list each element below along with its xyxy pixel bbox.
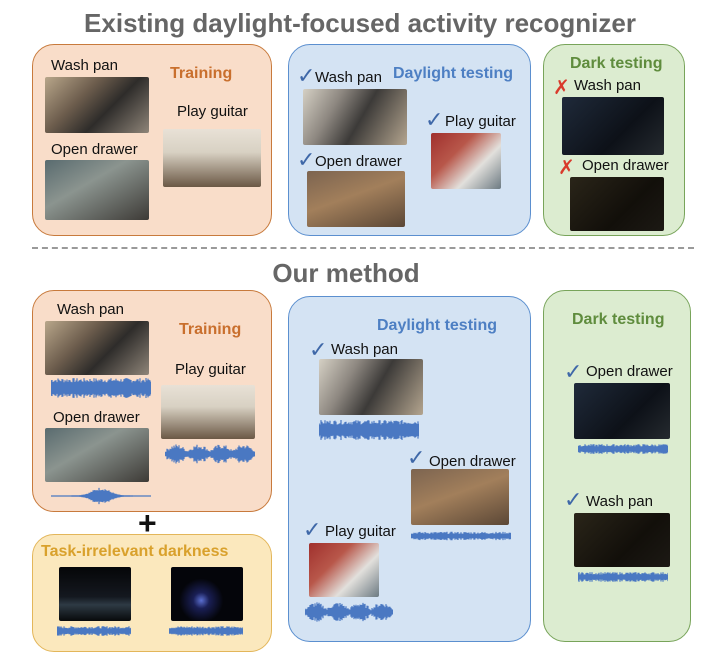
top-dark-title: Dark testing bbox=[570, 55, 663, 72]
bottom-training-wash-pan-label: Wash pan bbox=[57, 301, 124, 318]
top-dark-open-drawer-image bbox=[570, 177, 664, 231]
bottom-training-play-guitar-audio bbox=[165, 444, 255, 464]
cross-icon: ✗ bbox=[558, 157, 575, 179]
darkness-audio-2 bbox=[169, 626, 243, 636]
bottom-training-title: Training bbox=[179, 321, 242, 338]
top-dark-wash-pan-label: Wash pan bbox=[574, 77, 641, 94]
check-icon: ✓ bbox=[407, 445, 426, 470]
check-icon: ✓ bbox=[564, 359, 583, 384]
check-icon: ✓ bbox=[425, 107, 444, 132]
bottom-dark-wash-pan-image bbox=[574, 513, 670, 567]
check-icon: ✓ bbox=[303, 517, 322, 542]
darkness-panel: Task-irrelevant darkness bbox=[32, 534, 272, 652]
top-daylight-title: Daylight testing bbox=[393, 65, 514, 82]
top-daylight-play-guitar-label: Play guitar bbox=[445, 113, 516, 130]
bottom-training-play-guitar-label: Play guitar bbox=[175, 361, 246, 378]
darkness-image-1 bbox=[59, 567, 131, 621]
check-icon: ✓ bbox=[297, 63, 316, 88]
bottom-dark-open-drawer-audio bbox=[578, 444, 668, 454]
top-daylight-wash-pan-image bbox=[303, 89, 407, 145]
bottom-daylight-play-guitar-label: Play guitar bbox=[325, 523, 396, 540]
top-daylight-play-guitar-image bbox=[431, 133, 501, 189]
bottom-training-wash-pan-audio bbox=[51, 378, 151, 398]
bottom-daylight-panel: Daylight testing ✓ Wash pan ✓ Open drawe… bbox=[288, 296, 531, 642]
bottom-training-panel: Training Wash pan Open drawer Play guita… bbox=[32, 290, 272, 512]
bottom-dark-title: Dark testing bbox=[572, 311, 665, 328]
bottom-training-open-drawer-label: Open drawer bbox=[53, 409, 140, 426]
bottom-daylight-wash-pan-image bbox=[319, 359, 423, 415]
bottom-dark-open-drawer-image bbox=[574, 383, 670, 439]
top-training-play-guitar-label: Play guitar bbox=[177, 103, 248, 120]
top-dark-wash-pan-image bbox=[562, 97, 664, 155]
bottom-daylight-wash-pan-audio bbox=[319, 420, 419, 440]
top-dark-open-drawer-label: Open drawer bbox=[582, 157, 669, 174]
bottom-dark-wash-pan-audio bbox=[578, 572, 668, 582]
bottom-daylight-play-guitar-audio bbox=[305, 602, 393, 622]
section-divider bbox=[32, 247, 694, 249]
bottom-daylight-open-drawer-label: Open drawer bbox=[429, 453, 516, 470]
plus-icon: + bbox=[138, 505, 157, 541]
bottom-dark-panel: Dark testing ✓ Open drawer ✓ Wash pan bbox=[543, 290, 691, 642]
top-training-title: Training bbox=[170, 65, 233, 82]
top-training-panel: Training Wash pan Open drawer Play guita… bbox=[32, 44, 272, 236]
bottom-dark-open-drawer-label: Open drawer bbox=[586, 363, 673, 380]
top-dark-panel: Dark testing ✗ Wash pan ✗ Open drawer bbox=[543, 44, 685, 236]
top-daylight-open-drawer-label: Open drawer bbox=[315, 153, 402, 170]
top-section-title: Existing daylight-focused activity recog… bbox=[84, 8, 636, 38]
check-icon: ✓ bbox=[297, 147, 316, 172]
bottom-daylight-wash-pan-label: Wash pan bbox=[331, 341, 398, 358]
bottom-daylight-play-guitar-image bbox=[309, 543, 379, 597]
darkness-title: Task-irrelevant darkness bbox=[41, 543, 229, 560]
bottom-training-open-drawer-image bbox=[45, 428, 149, 482]
top-training-open-drawer-image bbox=[45, 160, 149, 220]
top-daylight-panel: Daylight testing ✓ Wash pan ✓ Open drawe… bbox=[288, 44, 531, 236]
bottom-daylight-open-drawer-image bbox=[411, 469, 509, 525]
darkness-audio-1 bbox=[57, 626, 131, 636]
darkness-image-2 bbox=[171, 567, 243, 621]
check-icon: ✓ bbox=[564, 487, 583, 512]
bottom-daylight-title: Daylight testing bbox=[377, 317, 498, 334]
check-icon: ✓ bbox=[309, 337, 328, 362]
top-training-wash-pan-label: Wash pan bbox=[51, 57, 118, 74]
top-daylight-open-drawer-image bbox=[307, 171, 405, 227]
bottom-daylight-open-drawer-audio bbox=[411, 531, 511, 541]
bottom-section-title: Our method bbox=[272, 258, 420, 288]
top-training-wash-pan-image bbox=[45, 77, 149, 133]
cross-icon: ✗ bbox=[553, 77, 570, 99]
top-training-play-guitar-image bbox=[163, 129, 261, 187]
bottom-training-play-guitar-image bbox=[161, 385, 255, 439]
top-daylight-wash-pan-label: Wash pan bbox=[315, 69, 382, 86]
bottom-training-wash-pan-image bbox=[45, 321, 149, 375]
top-training-open-drawer-label: Open drawer bbox=[51, 141, 138, 158]
bottom-training-open-drawer-audio bbox=[51, 487, 151, 505]
bottom-dark-wash-pan-label: Wash pan bbox=[586, 493, 653, 510]
